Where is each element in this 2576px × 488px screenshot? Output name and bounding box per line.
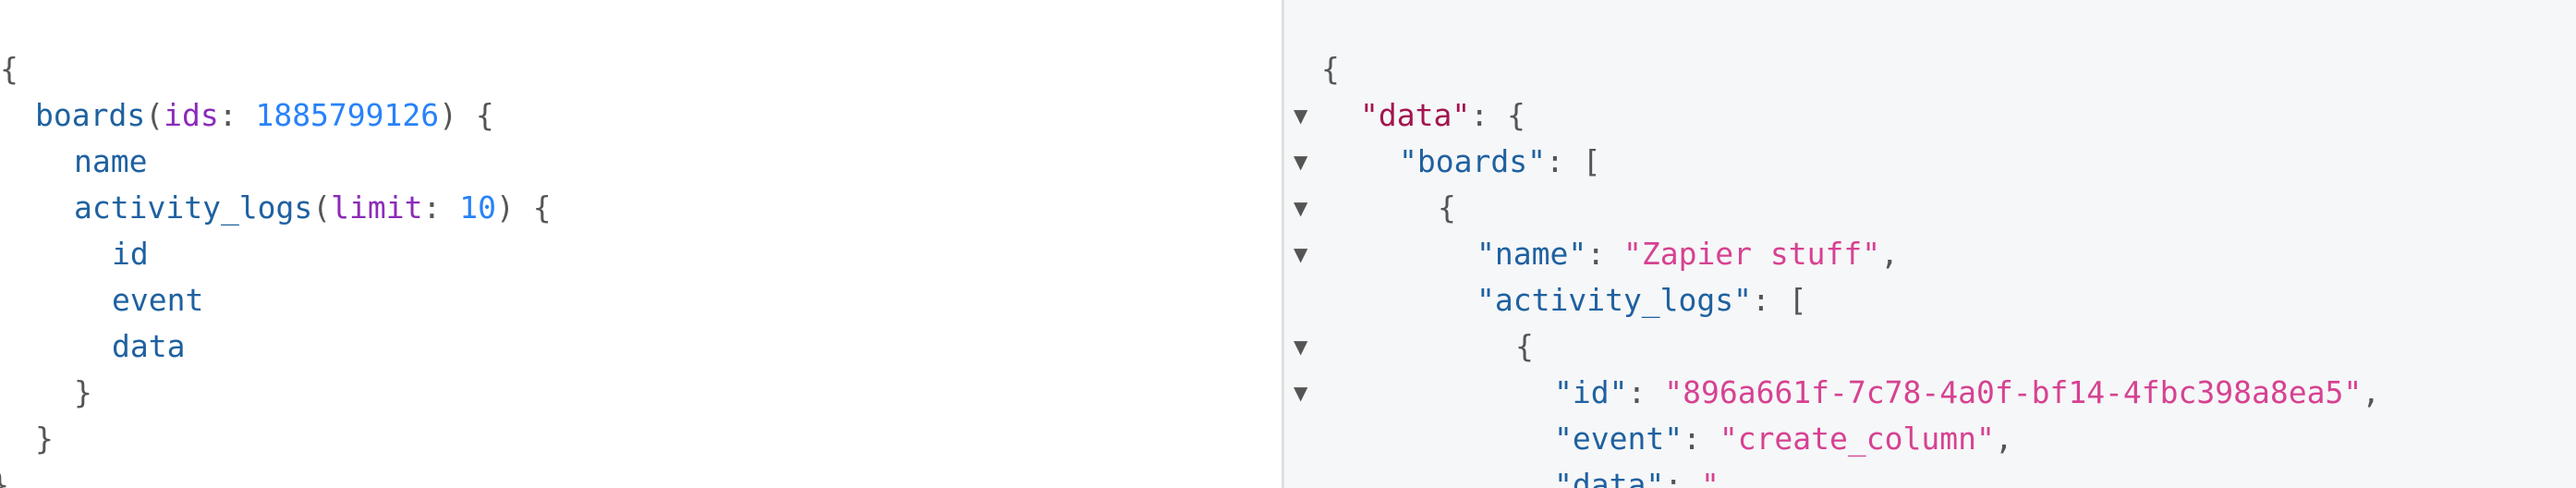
query-line: id bbox=[0, 231, 149, 277]
json-string-value: "create_column" bbox=[1719, 421, 1995, 457]
triangle-down-icon[interactable]: ▼ bbox=[1294, 151, 1308, 173]
json-string-value: " bbox=[1700, 467, 1719, 488]
json-key: "data" bbox=[1360, 97, 1471, 133]
triangle-down-icon[interactable]: ▼ bbox=[1294, 243, 1308, 265]
result-line: "id": "896a661f-7c78-4a0f-bf14-4fbc398a8… bbox=[1554, 374, 2381, 410]
query-line: activity_logs(limit: 10) { bbox=[74, 189, 552, 226]
json-key: "data" bbox=[1554, 467, 1665, 488]
result-viewer: ▼ { ▼ "data": { ▼ "boards": [ ▼ { "name"… bbox=[1284, 0, 2576, 488]
json-key: "event" bbox=[1554, 421, 1683, 457]
json-string-value: "Zapier stuff" bbox=[1622, 236, 1881, 272]
query-argument-value: 1885799126 bbox=[255, 97, 440, 133]
result-line: "data": " bbox=[1284, 462, 2576, 488]
query-line: } bbox=[74, 374, 92, 410]
query-line: } bbox=[35, 421, 54, 457]
json-key: "boards" bbox=[1399, 143, 1546, 179]
query-field: activity_logs bbox=[74, 189, 313, 226]
triangle-down-icon[interactable]: ▼ bbox=[1294, 197, 1308, 219]
result-line: "event": "create_column", bbox=[1554, 421, 2013, 457]
result-line: ▼ "activity_logs": [ bbox=[1284, 277, 2576, 358]
result-line: ▼ "data": { bbox=[1284, 92, 2576, 173]
result-line: ▼ "boards": [ bbox=[1284, 139, 2576, 219]
json-key: "name" bbox=[1476, 236, 1587, 272]
query-line: name bbox=[0, 139, 147, 185]
query-field: id bbox=[112, 236, 149, 272]
query-argument: ids bbox=[164, 97, 219, 133]
query-argument-value: 10 bbox=[459, 189, 496, 226]
json-key: "activity_logs" bbox=[1476, 282, 1753, 318]
result-line: "name": "Zapier stuff", bbox=[1476, 236, 1899, 272]
result-line: ▼ { bbox=[1284, 46, 2576, 127]
query-argument: limit bbox=[331, 189, 423, 226]
pane-divider[interactable] bbox=[1282, 0, 1284, 488]
query-line: event bbox=[0, 277, 203, 323]
query-editor[interactable]: { boards(ids: 1885799126) { name activit… bbox=[0, 0, 1282, 488]
query-field: data bbox=[112, 328, 186, 364]
query-field: name bbox=[74, 143, 148, 179]
query-line: data bbox=[0, 323, 185, 370]
result-line: ▼ { bbox=[1284, 185, 2576, 265]
triangle-down-icon[interactable]: ▼ bbox=[1294, 104, 1308, 127]
query-line: { bbox=[0, 51, 18, 87]
query-field: event bbox=[112, 282, 204, 318]
json-key: "id" bbox=[1554, 374, 1628, 410]
query-line: } bbox=[0, 462, 110, 488]
query-field: boards bbox=[35, 97, 146, 133]
triangle-down-icon[interactable]: ▼ bbox=[1294, 382, 1308, 404]
triangle-down-icon[interactable]: ▼ bbox=[1294, 336, 1308, 358]
json-string-value: "896a661f-7c78-4a0f-bf14-4fbc398a8ea5" bbox=[1664, 374, 2363, 410]
query-line: boards(ids: 1885799126) { bbox=[35, 97, 494, 133]
result-line: ▼ { bbox=[1284, 323, 2576, 404]
